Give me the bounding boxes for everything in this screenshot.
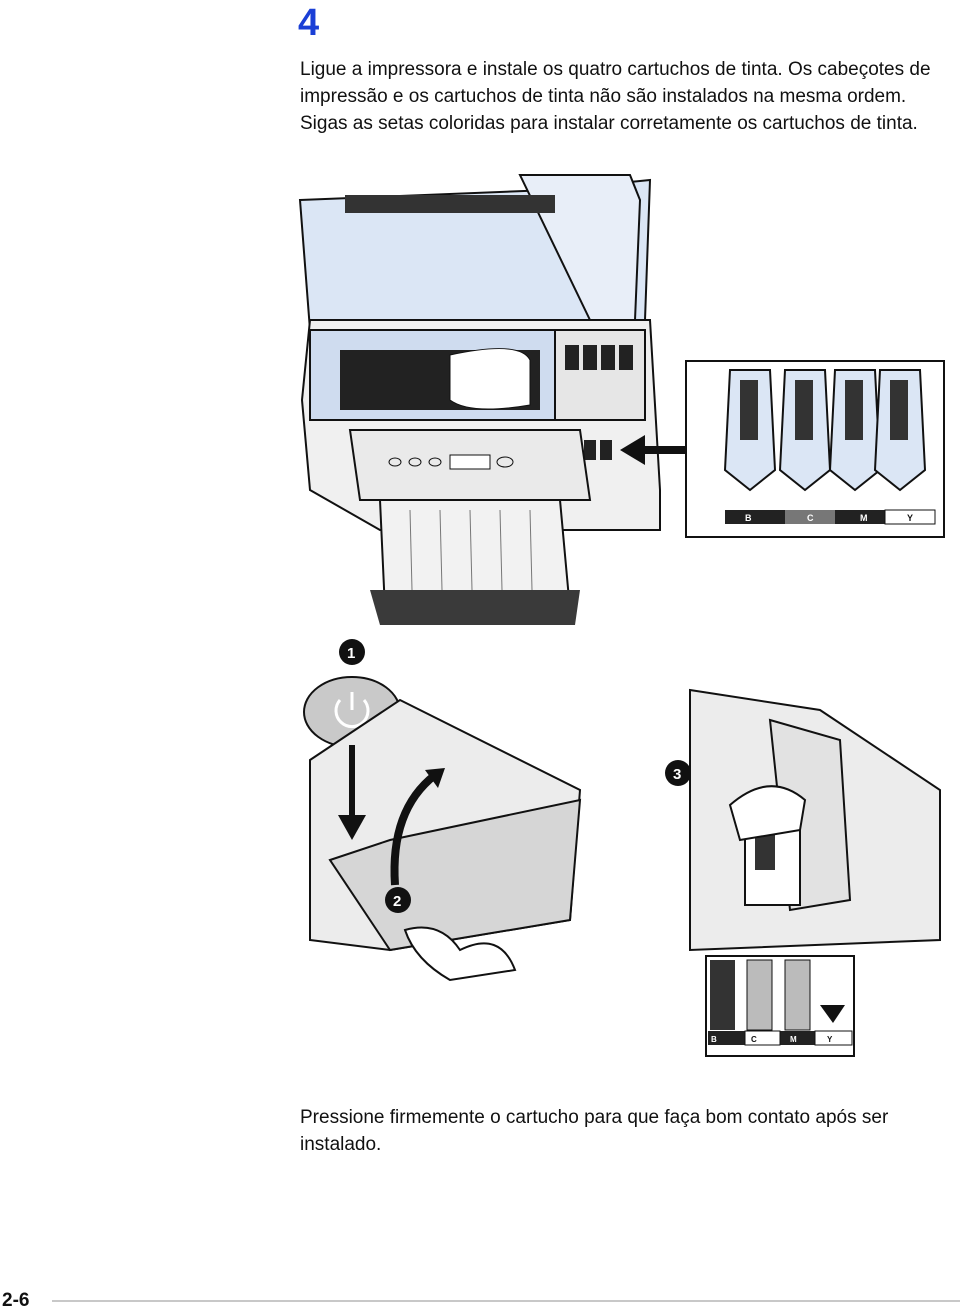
page-number: 2-6 xyxy=(2,1290,30,1311)
cartridge-order-inset: B C M Y xyxy=(685,360,945,538)
callout-1: 1 xyxy=(347,645,355,662)
install-steps-illustration: 1 2 3 xyxy=(303,639,941,982)
callout-2-badge xyxy=(385,887,411,913)
cartridge-insert-inset: B C M Y xyxy=(705,955,855,1057)
inset-label-y: Y xyxy=(907,513,913,523)
inset-label-b: B xyxy=(745,513,752,523)
inset2-label-b: B xyxy=(711,1035,717,1044)
inset-label-m: M xyxy=(860,513,868,523)
inset2-label-m: M xyxy=(790,1035,797,1044)
printer-open-illustration xyxy=(298,174,690,625)
callout-1-badge xyxy=(339,639,365,665)
step-number: 4 xyxy=(298,2,320,44)
intro-paragraph: Ligue a impressora e instale os quatro c… xyxy=(300,59,931,134)
callout-3: 3 xyxy=(673,766,681,783)
inset-label-c: C xyxy=(807,513,814,523)
inset2-label-y: Y xyxy=(827,1035,833,1044)
closing-paragraph: Pressione firmemente o cartucho para que… xyxy=(300,1107,889,1155)
callout-3-badge xyxy=(665,760,691,786)
footer-rule xyxy=(52,1300,960,1302)
callout-2: 2 xyxy=(393,893,401,910)
inset2-label-c: C xyxy=(751,1035,757,1044)
